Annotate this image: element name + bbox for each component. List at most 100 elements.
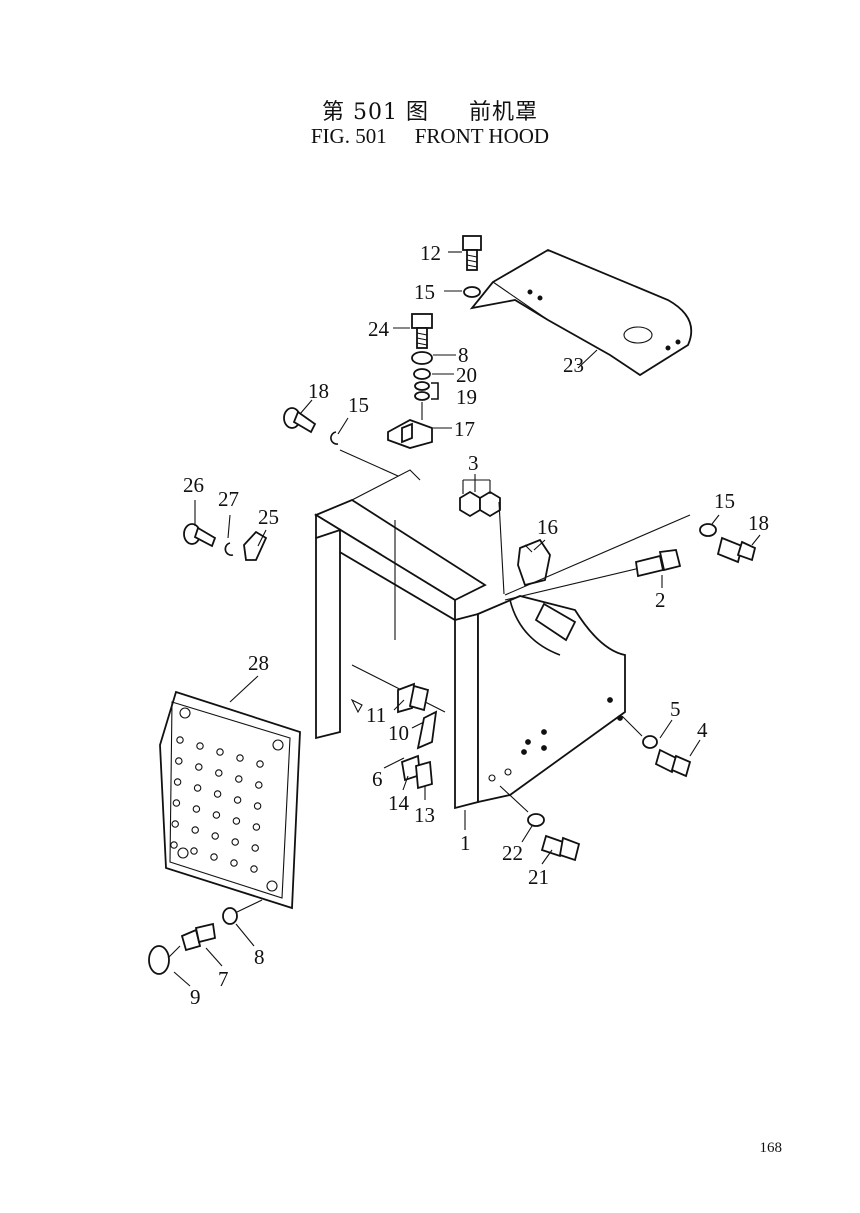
grille-hole (195, 763, 203, 771)
bolt-22-part (411, 313, 433, 349)
plate-23-part (243, 530, 268, 561)
figure-name-cn: 前机罩 (468, 100, 538, 125)
grille-hole (230, 859, 238, 867)
grille-hole (216, 748, 224, 756)
callout-5: 5 (670, 697, 681, 721)
grille-hole (256, 760, 264, 768)
callout-1: 1 (460, 831, 471, 855)
figure-title-chinese: 第 501 图 前机罩 (0, 94, 860, 126)
cap-9-part (148, 945, 170, 975)
bolt-26-part (540, 834, 581, 862)
bolt-2-part (634, 549, 682, 578)
callout-3: 3 (468, 451, 479, 475)
washer-8-bottom-part (222, 907, 238, 925)
grille-hole (173, 778, 182, 786)
grille-hole (253, 802, 262, 810)
callout-11: 11 (366, 703, 386, 727)
washer-19b-part (414, 391, 430, 401)
bracket-10-part (416, 710, 438, 750)
bracket-16-part (517, 538, 551, 587)
grille-hole (196, 742, 204, 750)
callout-12: 13 (414, 803, 435, 827)
grille-hole (212, 811, 221, 819)
callout-16: 16 (537, 515, 558, 539)
callout-20: 20 (456, 363, 477, 387)
grille-hole (250, 865, 258, 873)
washer-15-right-part (699, 523, 717, 537)
grille-hole (232, 817, 241, 825)
washer-27-part (527, 813, 545, 827)
callout-15-right: 15 (714, 489, 735, 513)
grille-hole (231, 838, 239, 846)
figure-number-en: FIG. 501 (310, 124, 387, 148)
callout-labels: 12 15 24 8 20 19 17 18 15 3 26 27 25 16 … (183, 241, 769, 1009)
washer-5-part (642, 735, 658, 749)
callout-25: 27 (218, 487, 239, 511)
grille-hole (192, 805, 201, 813)
callout-10: 10 (388, 721, 409, 745)
callout-18-right: 18 (748, 511, 769, 535)
bracket-17-part (387, 419, 433, 449)
grille-hole (172, 799, 181, 807)
callout-18-left: 18 (308, 379, 329, 403)
grille-hole (215, 769, 223, 777)
callout-13: 14 (388, 791, 410, 815)
leader-lines (173, 251, 761, 987)
grille-hole (191, 826, 199, 834)
washer-20-part (413, 368, 431, 380)
callout-8-top: 8 (458, 343, 469, 367)
clip-25-part (224, 542, 234, 556)
grille-hole (236, 754, 244, 762)
bolt-4-part (654, 748, 692, 778)
callout-23: 25 (258, 505, 279, 529)
grille-hole (193, 784, 202, 792)
grille-hole (170, 841, 178, 849)
grille-hole (233, 796, 242, 804)
callout-22: 24 (368, 317, 390, 341)
grille-hole (176, 736, 184, 744)
callout-17: 17 (454, 417, 475, 441)
main-frame-part (314, 469, 626, 810)
bolt-24-part (183, 523, 217, 548)
callout-24: 26 (183, 473, 204, 497)
plate-12-part (415, 760, 433, 790)
grille-hole (252, 823, 261, 831)
callout-6: 6 (372, 767, 383, 791)
callout-15-top: 15 (414, 280, 435, 304)
callout-28: 28 (248, 651, 269, 675)
figure-number-cn: 第 501 图 (322, 100, 429, 125)
callout-15-left: 15 (348, 393, 369, 417)
grille-hole (171, 820, 179, 828)
callout-26: 21 (528, 865, 549, 889)
grille-hole (235, 775, 243, 783)
top-cover-part (469, 248, 693, 377)
bolt-7-part (180, 922, 217, 952)
bolt-18-left-part (283, 407, 317, 434)
grille-hole (175, 757, 183, 765)
washer-8-top-part (411, 351, 433, 365)
clip-15-left-part (330, 431, 339, 445)
grille-hole (190, 847, 198, 855)
nut-3b-part (479, 490, 501, 518)
nut-3a-part (459, 490, 481, 518)
grille-holes (170, 736, 264, 873)
bolt-18-right-part (716, 536, 757, 564)
plate-11b-part (408, 684, 430, 712)
callout-2: 2 (655, 588, 666, 612)
callout-4: 4 (697, 718, 708, 742)
callout-7: 7 (218, 967, 229, 991)
grille-hole (210, 853, 218, 861)
washer-15-top-part (463, 286, 481, 298)
grille-hole (213, 790, 222, 798)
callout-21: 23 (563, 353, 584, 377)
callout-27: 22 (502, 841, 523, 865)
washer-19a-part (414, 381, 430, 391)
grille-hole (255, 781, 263, 789)
page-number: 168 (759, 1140, 783, 1156)
figure-name-en: FRONT HOOD (414, 124, 550, 148)
bolt-14-part (462, 235, 482, 271)
grille-hole (251, 844, 259, 852)
grille-hole (211, 832, 219, 840)
callout-14: 12 (420, 241, 441, 265)
